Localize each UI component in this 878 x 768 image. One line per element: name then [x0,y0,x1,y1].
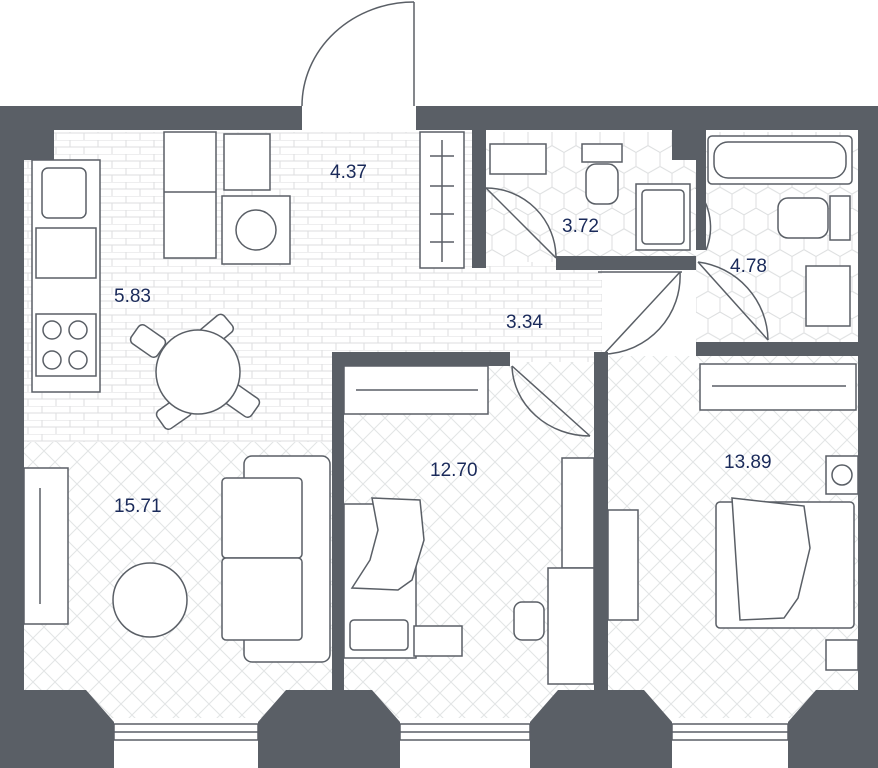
area-label-bedroom-2: 13.89 [724,452,772,473]
area-label-bedroom-1: 12.70 [430,460,478,481]
area-label-hall: 4.37 [330,162,367,183]
door-bathroom [485,187,557,259]
walls [0,106,878,768]
area-label-wc: 4.78 [730,256,767,277]
area-label-living-room: 15.71 [114,496,162,517]
door-entrance [301,1,415,107]
washing-machine [221,133,291,265]
door-bedroom-1 [511,365,591,437]
area-label-corridor: 3.34 [506,312,543,333]
door-corridor [598,271,682,355]
area-label-kitchen: 5.83 [114,286,151,307]
fridge [163,131,217,259]
bedroom-2-furniture [607,363,859,671]
area-label-bathroom: 3.72 [562,216,599,237]
dining-table [129,313,261,430]
bathroom-fixtures [489,143,691,251]
bedroom-1-furniture [343,365,595,685]
kitchen-counter [31,159,101,393]
living-room-furniture [23,455,331,663]
hall-wardrobe [419,131,465,269]
door-wc [695,187,769,341]
windows [113,723,789,741]
wc-fixtures [707,135,853,327]
